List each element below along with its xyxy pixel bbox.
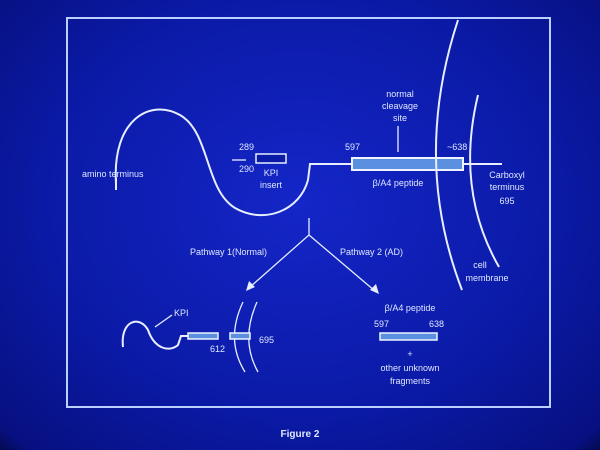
pos-289: 289	[239, 142, 254, 152]
cleavage-label-2: cleavage	[382, 101, 418, 111]
ad-peptide-label: β/A4 peptide	[385, 303, 436, 313]
figure-caption: Figure 2	[281, 429, 320, 440]
pathway1-label: Pathway 1(Normal)	[190, 247, 267, 257]
figure-frame	[66, 17, 551, 408]
pathway-branch	[249, 218, 376, 292]
kpi-fragment-chain	[121, 320, 188, 350]
pos-638: ~638	[447, 142, 467, 152]
pathway1-arrowhead	[246, 281, 255, 291]
membrane-label-1: cell	[473, 260, 487, 270]
pathway2-arrowhead	[370, 284, 379, 294]
pos-290: 290	[239, 164, 254, 174]
kpi-insert-box	[255, 153, 287, 164]
membrane-inner-arc	[469, 94, 500, 268]
pathway2-label: Pathway 2 (AD)	[340, 247, 403, 257]
pos-695: 695	[259, 335, 274, 345]
beta-a4-peptide-label: β/A4 peptide	[373, 178, 424, 188]
fragments-label-1: other unknown	[380, 363, 439, 373]
ad-pos-638: 638	[429, 319, 444, 329]
amino-terminus-label: amino terminus	[82, 169, 144, 179]
app-chain	[114, 108, 352, 217]
kpi-insert-label-2: insert	[260, 180, 283, 190]
fragment-box-695	[229, 332, 251, 340]
ad-peptide-box	[379, 332, 438, 341]
plus-sign: +	[407, 349, 412, 359]
kpi-pointer	[154, 314, 173, 328]
fragments-label-2: fragments	[390, 376, 431, 386]
membrane-outer-arc	[434, 19, 463, 291]
carboxyl-label-1: Carboxyl	[489, 170, 525, 180]
carboxyl-label-3: 695	[499, 196, 514, 206]
pos-612: 612	[210, 344, 225, 354]
beta-a4-peptide-box	[351, 157, 464, 171]
kpi-insert-label: KPI	[264, 168, 279, 178]
fragment-box-612	[187, 332, 219, 340]
cleavage-label-3: site	[393, 113, 407, 123]
carboxyl-label-2: terminus	[490, 182, 525, 192]
pos-597: 597	[345, 142, 360, 152]
kpi-small-label: KPI	[174, 308, 189, 318]
cleavage-label-1: normal	[386, 89, 414, 99]
ad-pos-597: 597	[374, 319, 389, 329]
membrane-label-2: membrane	[465, 273, 508, 283]
